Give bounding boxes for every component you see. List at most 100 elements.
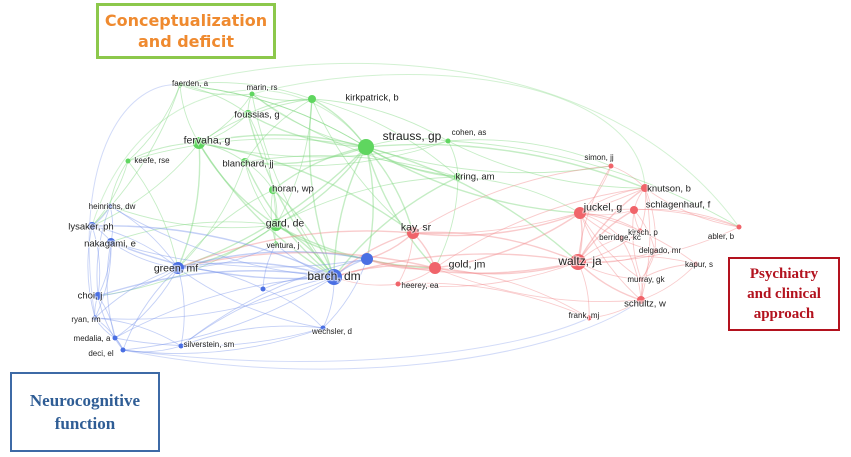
node-wechsler[interactable] [320,325,326,331]
edge-kirkpatrick-faerden [179,82,313,100]
edge-juckel-knutson [579,187,646,214]
edge-waltz-abler [577,226,740,263]
edge-gold-kay [412,232,436,269]
edge-medalia-wechsler [114,327,324,347]
node-murray[interactable] [638,276,644,282]
node-frank[interactable] [586,315,592,321]
edge-juckel-delgado [579,212,656,252]
edge-arc-bottom [122,317,590,362]
node-schlagenhauf[interactable] [630,206,638,214]
node-faerden[interactable] [177,82,183,88]
edge-arc-top [91,89,367,227]
label-blanchard: blanchard, jj [222,158,273,169]
node-choi[interactable] [94,292,102,300]
edge-horan-ventura [270,189,277,245]
edge-strauss-horan [272,146,367,191]
node-kay[interactable] [407,227,419,239]
node-heinrichs[interactable] [107,203,113,209]
edge-kay-green [177,230,414,269]
node-gard[interactable] [270,219,282,231]
edge-kring-juckel [457,176,581,214]
edge-cohen-knutson [447,140,646,189]
node-hub[interactable] [361,253,373,265]
node-kirsch[interactable] [637,228,643,234]
edge-gold-hub [366,258,436,270]
node-schultz[interactable] [637,296,645,304]
node-keefe[interactable] [125,158,131,164]
label-fervaha: fervaha, g [184,135,231,147]
edge-kay-knutson [412,187,646,234]
edge-knutson-abler [644,187,740,228]
node-silverstein[interactable] [178,343,184,349]
edge-kring-barch [333,176,459,278]
edge-waltz-kay [412,231,579,263]
edge-gard-gold [275,224,436,269]
edge-keefe-heinrichs [109,160,129,207]
node-marin[interactable] [249,91,255,97]
edge-juckel-schultz [579,212,642,301]
node-juckel[interactable] [574,207,586,219]
node-heerey[interactable] [395,281,401,287]
node-small[interactable] [260,286,266,292]
edge-faerden-marin [179,84,253,96]
edge-strauss-kring [365,146,459,178]
edge-wechsler-small [262,288,324,329]
label-horan: horan, wp [272,183,314,194]
edge-kring-gold [434,176,459,269]
edge-heinrichs-choi [96,205,111,297]
edge-nakagami-choi [97,241,112,297]
node-gold[interactable] [429,262,441,274]
edge-keefe-faerden [127,84,181,162]
node-foussias[interactable] [244,110,252,118]
edge-arc-top [251,74,646,189]
label-frank: frank, mj [569,311,600,320]
label-foussias: foussias, g [234,109,279,120]
node-ryan[interactable] [92,315,98,321]
edge-blanchard-kring [244,155,459,178]
edge-waltz-simon [577,165,612,263]
label-deci: deci, el [88,349,114,358]
edge-deci-wechsler [122,327,324,354]
label-ventura: ventura, j [267,241,300,250]
edge-cohen-abler [447,140,740,228]
node-green[interactable] [172,262,184,274]
label-delgado: delgado, mr [639,246,682,255]
edge-fervaha-barch [198,142,335,278]
node-delgado[interactable] [652,248,658,254]
node-lysaker[interactable] [88,222,96,230]
edge-deci-silverstein [122,345,182,353]
edge-arc-left [88,84,181,319]
node-barch[interactable] [326,269,342,285]
edge-green-heinrichs [109,205,179,269]
edge-foussias-faerden [179,84,249,115]
node-medalia[interactable] [112,335,118,341]
edge-schultz-berridge [620,237,642,301]
node-abler[interactable] [736,224,742,230]
node-kirkpatrick[interactable] [308,95,316,103]
edge-gold-green [177,251,436,269]
edge-kay-simon [412,165,612,234]
edge-strauss-cohen [365,138,449,148]
node-ventura[interactable] [273,241,279,247]
node-horan[interactable] [269,186,277,194]
node-fervaha[interactable] [193,137,205,149]
edge-foussias-barch [247,113,335,278]
node-simon[interactable] [608,163,614,169]
node-waltz[interactable] [570,254,586,270]
label-knutson: knutson, b [647,183,691,194]
edge-kay-hub [366,232,414,260]
node-berridge[interactable] [618,235,624,241]
node-deci[interactable] [120,347,126,353]
edge-green-choi [97,267,179,297]
node-knutson[interactable] [641,184,649,192]
node-cohen[interactable] [445,138,451,144]
edge-kay-barch [333,232,414,278]
node-kapur[interactable] [693,261,699,267]
node-kring[interactable] [454,173,462,181]
label-ryan: ryan, rm [71,315,101,324]
label-gold: gold, jm [449,259,486,271]
edge-waltz-barch [333,253,579,278]
node-blanchard[interactable] [241,158,249,166]
node-nakagami[interactable] [107,238,115,246]
node-strauss[interactable] [358,139,374,155]
